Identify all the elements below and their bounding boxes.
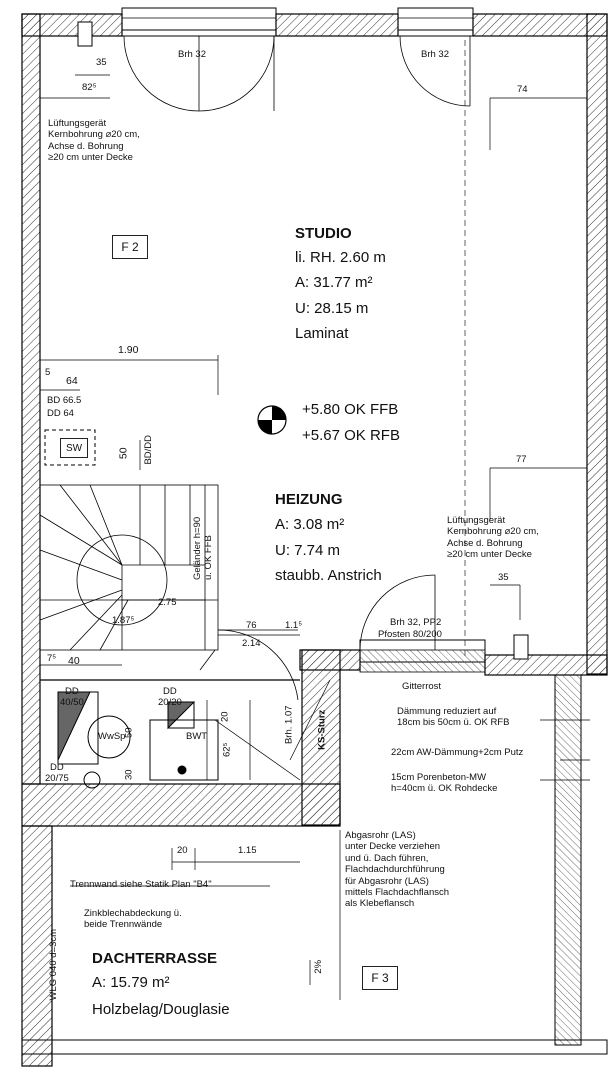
studio-area: A: 31.77 m²	[295, 274, 373, 291]
dim-214: 2.14	[242, 638, 261, 649]
dim-bd: BD 66.5	[47, 395, 82, 406]
heizung-perimeter: U: 7.74 m	[275, 542, 341, 559]
dim-77: 77	[516, 454, 527, 465]
dim-64: 64	[66, 375, 78, 387]
staircase	[39, 484, 219, 671]
window-tag-f2: F 2	[112, 235, 148, 259]
dim-bd-dd: BD/DD	[143, 434, 155, 465]
railing-note: Geländer h=90 ü. OK FFB	[192, 516, 215, 580]
window-tag-f3: F 3	[362, 966, 398, 990]
dim-20b: 20	[177, 845, 188, 856]
dim-dd-20-20: DD 20/20	[158, 686, 182, 709]
grating-note: Gitterrost	[402, 681, 442, 692]
heizung-finish: staubb. Anstrich	[275, 567, 382, 584]
dim-pfosten: Pfosten 80/200	[378, 629, 442, 640]
tag-wwsp: WwSp	[98, 731, 126, 742]
dim-30: 30	[123, 769, 135, 781]
tag-bwt: BWT	[186, 731, 208, 742]
dachterrasse-floor: Holzbelag/Douglasie	[92, 1001, 230, 1018]
level-rfb: +5.67 OK RFB	[302, 427, 400, 444]
dim-brh32-right: Brh 32	[421, 49, 449, 60]
dim-62: 62⁵	[221, 742, 233, 758]
dim-115: 1.1⁵	[285, 620, 303, 631]
dim-35-right: 35	[498, 572, 509, 583]
zinc-cover-note: Zinkblechabdeckung ü. beide Trennwände	[84, 908, 182, 931]
porous-concrete-note: 15cm Porenbeton-MW h=40cm ü. OK Rohdecke	[391, 772, 498, 795]
dim-40: 40	[68, 655, 80, 667]
insulation-wlg-note: WLG 040 d=3cm	[48, 928, 60, 1001]
ventilation-note-top: Lüftungsgerät Kernbohrung ⌀20 cm, Achse …	[48, 118, 140, 164]
dim-dd-40-50: DD 40/50	[60, 686, 84, 709]
room-name-heizung: HEIZUNG	[275, 491, 343, 508]
dim-brh32-left: Brh 32	[178, 49, 206, 60]
studio-perimeter: U: 28.15 m	[295, 300, 369, 317]
dimension-lines	[40, 74, 590, 1000]
level-symbol	[257, 405, 287, 435]
exterior-wall-note: 22cm AW-Dämmung+2cm Putz	[391, 747, 524, 758]
dim-74: 74	[517, 84, 528, 95]
dim-20: 20	[219, 711, 231, 723]
dim-5: 5	[45, 367, 51, 378]
dim-brh-pp2: Brh 32, PP2	[390, 617, 442, 628]
dim-275: 2.75	[158, 597, 177, 608]
heizung-area: A: 3.08 m²	[275, 516, 345, 533]
dim-35-top: 35	[96, 57, 107, 68]
slope-indicator: 2%	[313, 959, 325, 974]
dim-115b: 1.15	[238, 845, 257, 856]
interior-lines	[39, 7, 588, 785]
tag-ks-sturz: KS-Sturz	[316, 709, 328, 750]
shaft-tag-sw: SW	[60, 438, 88, 458]
dim-187: 1.87⁵	[112, 615, 135, 626]
dim-190: 1.90	[118, 344, 139, 356]
dim-dd: DD 64	[47, 408, 74, 419]
insulation-note: Dämmung reduziert auf 18cm bis 50cm ü. O…	[397, 706, 510, 729]
dim-50: 50	[117, 447, 130, 460]
level-ffb: +5.80 OK FFB	[302, 401, 399, 418]
studio-height: li. RH. 2.60 m	[295, 249, 386, 266]
partition-wall-note: Trennwand siehe Statik Plan "B4"	[70, 879, 212, 890]
dim-dd-20-75: DD 20/75	[45, 762, 69, 785]
shafts	[44, 21, 529, 789]
dim-brh107: Brh. 1.07	[283, 705, 295, 745]
dim-76: 76	[246, 620, 257, 631]
dim-7: 7⁵	[47, 653, 57, 664]
room-name-studio: STUDIO	[295, 225, 352, 242]
dim-82: 82⁵	[82, 82, 97, 93]
studio-floor: Laminat	[295, 325, 349, 342]
room-name-dachterrasse: DACHTERRASSE	[92, 950, 218, 967]
ventilation-note-right: Lüftungsgerät Kernbohrung ⌀20 cm, Achse …	[447, 515, 539, 561]
dachterrasse-area: A: 15.79 m²	[92, 974, 170, 991]
dim-50b: 50	[123, 727, 135, 739]
flue-pipe-note: Abgasrohr (LAS) unter Decke verziehen un…	[345, 830, 450, 910]
